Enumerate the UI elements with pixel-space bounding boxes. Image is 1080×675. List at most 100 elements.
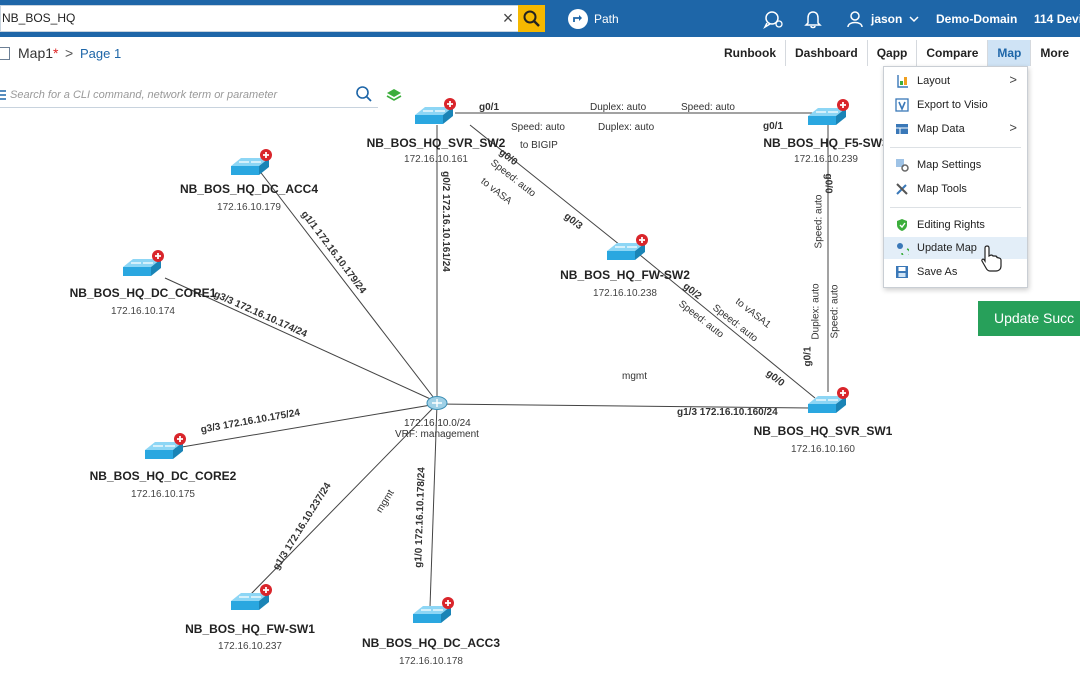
hand-cursor-icon bbox=[981, 245, 1002, 272]
path-icon bbox=[568, 9, 588, 29]
switch-icon[interactable] bbox=[229, 583, 273, 617]
menu-item-save-as[interactable]: Save As bbox=[884, 261, 1027, 283]
update-success-toast[interactable]: Update Succ bbox=[978, 301, 1080, 336]
link-label: Speed: auto bbox=[681, 102, 735, 113]
interface-label: g0/2 172.16.10.161/24 bbox=[439, 171, 451, 272]
cli-search-bar bbox=[0, 82, 378, 108]
device-ip: 172.16.10.161 bbox=[404, 154, 468, 165]
menu-item-layout[interactable]: Layout > bbox=[884, 70, 1027, 92]
link-label: Speed: auto bbox=[813, 194, 825, 249]
device-name[interactable]: NB_BOS_HQ_SVR_SW1 bbox=[753, 424, 893, 438]
device-name[interactable]: NB_BOS_HQ_FW-SW1 bbox=[185, 622, 315, 636]
link-label: Speed: auto bbox=[511, 122, 565, 133]
menu-item-update-map[interactable]: Update Map bbox=[884, 237, 1027, 259]
cli-search-input[interactable] bbox=[10, 86, 340, 104]
interface-label: g0/0 bbox=[822, 173, 834, 194]
tab-runbook[interactable]: Runbook bbox=[715, 40, 786, 66]
menu-item-export-visio[interactable]: Export to Visio bbox=[884, 94, 1027, 116]
search-icon bbox=[523, 10, 540, 27]
visio-icon bbox=[895, 98, 909, 112]
device-name[interactable]: NB_BOS_HQ_DC_CORE1 bbox=[69, 286, 217, 300]
chevron-right-icon: > bbox=[1009, 120, 1017, 135]
map-page-icon bbox=[0, 47, 10, 60]
path-label: Path bbox=[594, 12, 619, 26]
subnet-vrf: VRF: management bbox=[395, 429, 479, 440]
page-name[interactable]: Page 1 bbox=[80, 46, 122, 61]
link-label: Speed: auto bbox=[829, 284, 841, 339]
tab-compare[interactable]: Compare bbox=[917, 40, 989, 66]
switch-icon[interactable] bbox=[806, 386, 850, 420]
link-label: Duplex: auto bbox=[590, 102, 647, 113]
menu-divider bbox=[890, 147, 1021, 148]
switch-icon[interactable] bbox=[121, 249, 165, 283]
device-ip: 172.16.10.179 bbox=[217, 202, 281, 213]
user-icon bbox=[847, 11, 863, 28]
global-search-input[interactable]: NB_BOS_HQ bbox=[2, 11, 76, 25]
user-menu[interactable]: jason bbox=[846, 8, 920, 30]
map-settings-icon bbox=[896, 159, 909, 172]
device-ip: 172.16.10.237 bbox=[218, 641, 282, 652]
device-ip: 172.16.10.178 bbox=[399, 656, 463, 667]
map-data-icon bbox=[896, 124, 908, 134]
layout-icon bbox=[897, 75, 908, 88]
device-name[interactable]: NB_BOS_HQ_DC_CORE2 bbox=[89, 469, 237, 483]
unsaved-indicator: * bbox=[53, 45, 59, 61]
chat-icon[interactable] bbox=[762, 8, 784, 30]
switch-icon[interactable] bbox=[413, 97, 457, 131]
network-map-canvas[interactable]: 172.16.10.0/24 VRF: management NB_BOS_HQ… bbox=[0, 66, 1080, 675]
device-ip: 172.16.10.239 bbox=[794, 154, 858, 165]
switch-icon[interactable] bbox=[229, 148, 273, 182]
tab-more[interactable]: More bbox=[1040, 46, 1070, 60]
search-icon[interactable] bbox=[355, 85, 373, 103]
interface-label: g1/3 172.16.10.160/24 bbox=[677, 407, 778, 418]
link-label: Duplex: auto bbox=[810, 283, 822, 340]
domain-selector[interactable]: Demo-Domain bbox=[936, 12, 1018, 26]
device-count[interactable]: 114 Devi bbox=[1034, 12, 1080, 26]
map-title[interactable]: Map1* bbox=[18, 45, 59, 61]
link-lines bbox=[164, 112, 829, 608]
list-icon bbox=[0, 90, 6, 100]
interface-label: g0/1 bbox=[802, 346, 814, 367]
interface-label: g0/1 bbox=[479, 102, 500, 113]
save-icon bbox=[896, 266, 908, 278]
link-label: mgmt bbox=[622, 371, 647, 382]
shield-icon bbox=[897, 219, 907, 231]
user-name: jason bbox=[871, 12, 903, 26]
link-label: to BIGIP bbox=[520, 140, 558, 151]
menu-item-map-data[interactable]: Map Data > bbox=[884, 118, 1027, 140]
interface-label: g0/1 bbox=[763, 121, 784, 132]
path-button[interactable]: Path bbox=[568, 8, 619, 30]
switch-icon[interactable] bbox=[605, 233, 649, 267]
device-ip: 172.16.10.160 bbox=[791, 444, 855, 455]
switch-icon[interactable] bbox=[143, 432, 187, 466]
device-name[interactable]: NB_BOS_HQ_DC_ACC3 bbox=[361, 636, 501, 650]
subnet-icon[interactable] bbox=[426, 395, 448, 411]
menu-item-map-tools[interactable]: Map Tools bbox=[884, 178, 1027, 200]
tab-qapp[interactable]: Qapp bbox=[868, 40, 918, 66]
switch-icon[interactable] bbox=[806, 98, 850, 132]
layers-icon[interactable] bbox=[386, 87, 402, 103]
chevron-down-icon bbox=[909, 16, 919, 23]
switch-icon[interactable] bbox=[411, 596, 455, 630]
bell-icon[interactable] bbox=[802, 8, 824, 30]
search-button[interactable] bbox=[518, 5, 545, 32]
clear-icon[interactable]: × bbox=[502, 8, 514, 28]
menu-divider bbox=[890, 207, 1021, 208]
device-name[interactable]: NB_BOS_HQ_DC_ACC4 bbox=[179, 182, 319, 196]
subnet-cidr: 172.16.10.0/24 bbox=[404, 418, 471, 429]
device-ip: 172.16.10.175 bbox=[131, 489, 195, 500]
menu-item-editing-rights[interactable]: Editing Rights bbox=[884, 214, 1027, 236]
top-bar: NB_BOS_HQ × Path jason bbox=[0, 0, 1080, 37]
device-name[interactable]: NB_BOS_HQ_FW-SW2 bbox=[560, 268, 690, 282]
device-name[interactable]: NB_BOS_HQ_SVR_SW2 bbox=[366, 136, 506, 150]
chevron-right-icon: > bbox=[1009, 72, 1017, 87]
device-ip: 172.16.10.238 bbox=[593, 288, 657, 299]
map-dropdown-menu: Layout > Export to Visio Map Data > Map … bbox=[883, 66, 1028, 288]
toolbar-tabs: Runbook Dashboard Qapp Compare Map More bbox=[715, 40, 1078, 66]
device-name[interactable]: NB_BOS_HQ_F5-SW3 bbox=[763, 136, 889, 150]
tab-dashboard[interactable]: Dashboard bbox=[786, 40, 868, 66]
device-ip: 172.16.10.174 bbox=[111, 306, 175, 317]
menu-item-map-settings[interactable]: Map Settings bbox=[884, 154, 1027, 176]
tab-map[interactable]: Map bbox=[988, 40, 1032, 66]
global-search-box[interactable]: NB_BOS_HQ × bbox=[0, 5, 520, 32]
